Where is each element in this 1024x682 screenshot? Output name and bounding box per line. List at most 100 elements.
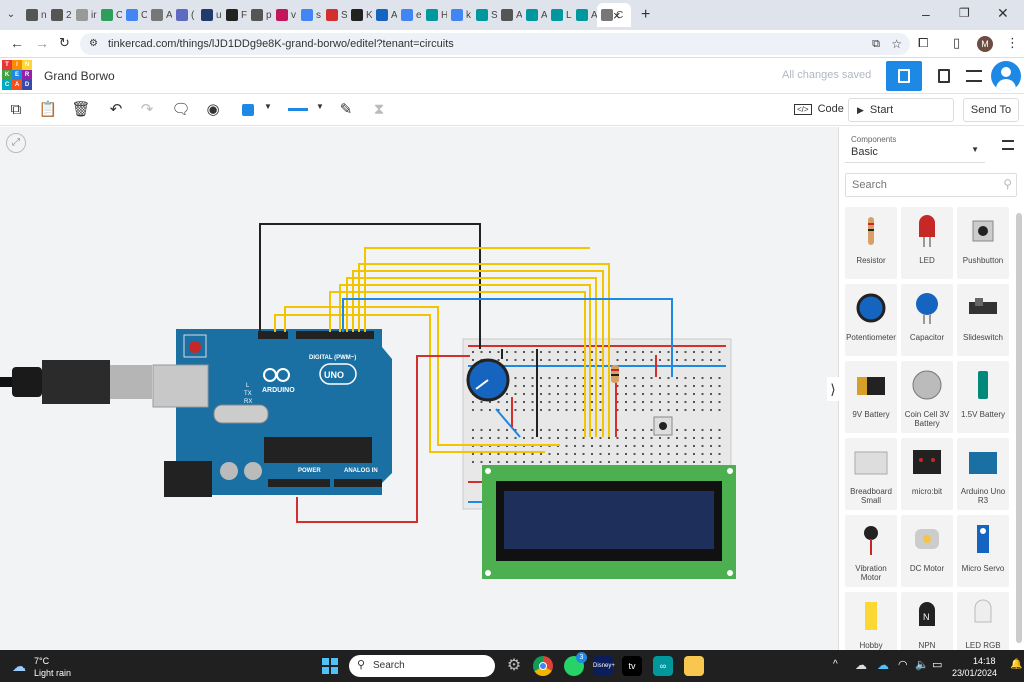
component-item[interactable]: Slideswitch bbox=[957, 284, 1009, 356]
component-item[interactable]: Potentiometer bbox=[845, 284, 897, 356]
pushbutton[interactable] bbox=[653, 416, 673, 436]
circuit-view-button[interactable] bbox=[886, 61, 922, 91]
component-item[interactable]: Micro Servo bbox=[957, 515, 1009, 587]
schematic-view-button[interactable] bbox=[926, 61, 962, 91]
component-item[interactable]: Breadboard Small bbox=[845, 438, 897, 510]
component-item[interactable]: Coin Cell 3V Battery bbox=[901, 361, 953, 433]
browser-tab[interactable]: A bbox=[147, 3, 172, 27]
component-item[interactable]: Arduino Uno R3 bbox=[957, 438, 1009, 510]
browser-tab[interactable]: A bbox=[572, 3, 597, 27]
browser-tab[interactable]: n bbox=[22, 3, 47, 27]
profile-avatar[interactable]: M bbox=[977, 36, 993, 52]
file-explorer-icon[interactable] bbox=[684, 656, 704, 676]
circuit-canvas[interactable]: ⤢ L TX RX bbox=[0, 127, 838, 650]
component-item[interactable]: Vibration Motor bbox=[845, 515, 897, 587]
taskbar-search[interactable]: ⚲ Search bbox=[349, 655, 495, 677]
browser-tab[interactable]: A bbox=[372, 3, 397, 27]
bookmark-star-icon[interactable]: ☆ bbox=[891, 37, 902, 51]
toggle-notes-icon[interactable]: ◉ bbox=[206, 101, 220, 118]
project-title[interactable]: Grand Borwo bbox=[44, 69, 115, 83]
browser-tab[interactable]: p bbox=[247, 3, 272, 27]
browser-tab[interactable]: F bbox=[222, 3, 247, 27]
minimize-window-icon[interactable]: – bbox=[922, 6, 930, 22]
browser-tab[interactable]: K bbox=[347, 3, 372, 27]
onedrive-icon[interactable]: ☁ bbox=[855, 658, 867, 672]
flip-icon[interactable]: ⧗ bbox=[373, 101, 385, 118]
fill-color-picker[interactable]: ▼ bbox=[238, 102, 274, 118]
panel-scrollbar[interactable] bbox=[1016, 213, 1022, 643]
component-item[interactable]: LED RGB bbox=[957, 592, 1009, 650]
notes-icon[interactable]: 🗨 bbox=[171, 101, 191, 118]
browser-tab[interactable]: L bbox=[547, 3, 572, 27]
whatsapp-icon[interactable]: 3 bbox=[564, 652, 587, 676]
close-window-icon[interactable]: ✕ bbox=[997, 5, 1009, 21]
delete-icon[interactable]: 🗑 bbox=[71, 101, 91, 118]
clock-time[interactable]: 14:18 bbox=[973, 656, 996, 666]
apple-tv-icon[interactable]: tv bbox=[622, 656, 642, 676]
browser-tab[interactable]: k bbox=[447, 3, 472, 27]
browser-tab[interactable]: A bbox=[522, 3, 547, 27]
user-avatar[interactable] bbox=[991, 61, 1021, 91]
close-tab-icon[interactable]: × bbox=[613, 7, 621, 23]
browser-tab[interactable]: 2 bbox=[47, 3, 72, 27]
fit-view-icon[interactable]: ⤢ bbox=[6, 133, 26, 153]
browser-tab[interactable]: s bbox=[297, 3, 322, 27]
tray-chevron-icon[interactable]: ^ bbox=[833, 659, 838, 670]
component-list-view-button[interactable] bbox=[962, 61, 986, 91]
arduino-board[interactable]: L TX RX ARDUINO UNO DIGITAL (PWM~) POWER… bbox=[152, 329, 392, 497]
site-info-icon[interactable]: ⚙ bbox=[89, 38, 98, 49]
browser-tab[interactable]: S bbox=[472, 3, 497, 27]
undo-icon[interactable]: ↶ bbox=[109, 101, 123, 118]
copy-icon[interactable]: ⧉ bbox=[10, 101, 22, 118]
code-button[interactable]: </>Code bbox=[786, 98, 852, 122]
maximize-window-icon[interactable]: ❐ bbox=[959, 6, 970, 20]
chrome-icon[interactable] bbox=[533, 656, 553, 676]
component-item[interactable]: Resistor bbox=[845, 207, 897, 279]
notifications-icon[interactable]: 🔔 bbox=[1010, 659, 1023, 670]
usb-cable[interactable] bbox=[0, 360, 152, 404]
browser-tab[interactable]: C bbox=[122, 3, 147, 27]
settings-gear-icon[interactable]: ⚙ bbox=[506, 657, 522, 674]
panel-list-view-icon[interactable] bbox=[1002, 140, 1014, 150]
wires[interactable] bbox=[259, 223, 673, 523]
send-to-button[interactable]: Send To bbox=[963, 98, 1019, 122]
lcd-display[interactable] bbox=[482, 465, 736, 579]
component-item[interactable]: LED bbox=[901, 207, 953, 279]
browser-menu-icon[interactable]: ⋮ bbox=[1006, 35, 1019, 50]
browser-tab[interactable]: C bbox=[597, 3, 631, 27]
browser-tab[interactable]: A bbox=[497, 3, 522, 27]
battery-icon[interactable]: ▭ bbox=[932, 659, 943, 671]
side-panel-icon[interactable]: ▯ bbox=[953, 35, 961, 50]
arduino-ide-icon[interactable]: ∞ bbox=[653, 656, 673, 676]
back-icon[interactable]: ← bbox=[10, 35, 24, 51]
component-item[interactable]: DC Motor bbox=[901, 515, 953, 587]
forward-icon[interactable]: → bbox=[35, 35, 49, 51]
volume-icon[interactable]: 🔈 bbox=[915, 659, 929, 671]
browser-tab[interactable]: v bbox=[272, 3, 297, 27]
components-dropdown[interactable]: Components Basic ▼ bbox=[845, 133, 985, 163]
start-simulation-button[interactable]: ▶Start Simulation bbox=[848, 98, 954, 138]
search-input[interactable] bbox=[846, 174, 986, 196]
component-item[interactable]: Hobby bbox=[845, 592, 897, 650]
component-item[interactable]: Capacitor bbox=[901, 284, 953, 356]
browser-tab[interactable]: u bbox=[197, 3, 222, 27]
browser-tab[interactable]: ir bbox=[72, 3, 97, 27]
component-item[interactable]: micro:bit bbox=[901, 438, 953, 510]
url-input[interactable]: ⚙ tinkercad.com/things/lJD1DDg9e8K-grand… bbox=[80, 33, 910, 55]
component-item[interactable]: 9V Battery bbox=[845, 361, 897, 433]
browser-tab[interactable]: S bbox=[322, 3, 347, 27]
browser-tab[interactable]: e bbox=[397, 3, 422, 27]
tab-search-icon[interactable]: ⌄ bbox=[6, 9, 16, 20]
tinkercad-logo[interactable]: T I N K E R C A D bbox=[2, 60, 32, 90]
component-item[interactable]: 1.5V Battery bbox=[957, 361, 1009, 433]
component-item[interactable]: Pushbutton bbox=[957, 207, 1009, 279]
install-app-icon[interactable]: ⧉ bbox=[872, 38, 880, 50]
rotate-icon[interactable]: ✎ bbox=[339, 101, 353, 118]
resistor[interactable] bbox=[611, 365, 619, 383]
browser-tab[interactable]: ( bbox=[172, 3, 197, 27]
start-button[interactable] bbox=[322, 658, 338, 674]
new-tab-button[interactable]: + bbox=[641, 6, 651, 23]
extensions-icon[interactable]: ⧠ bbox=[918, 35, 929, 50]
potentiometer[interactable] bbox=[466, 358, 510, 402]
